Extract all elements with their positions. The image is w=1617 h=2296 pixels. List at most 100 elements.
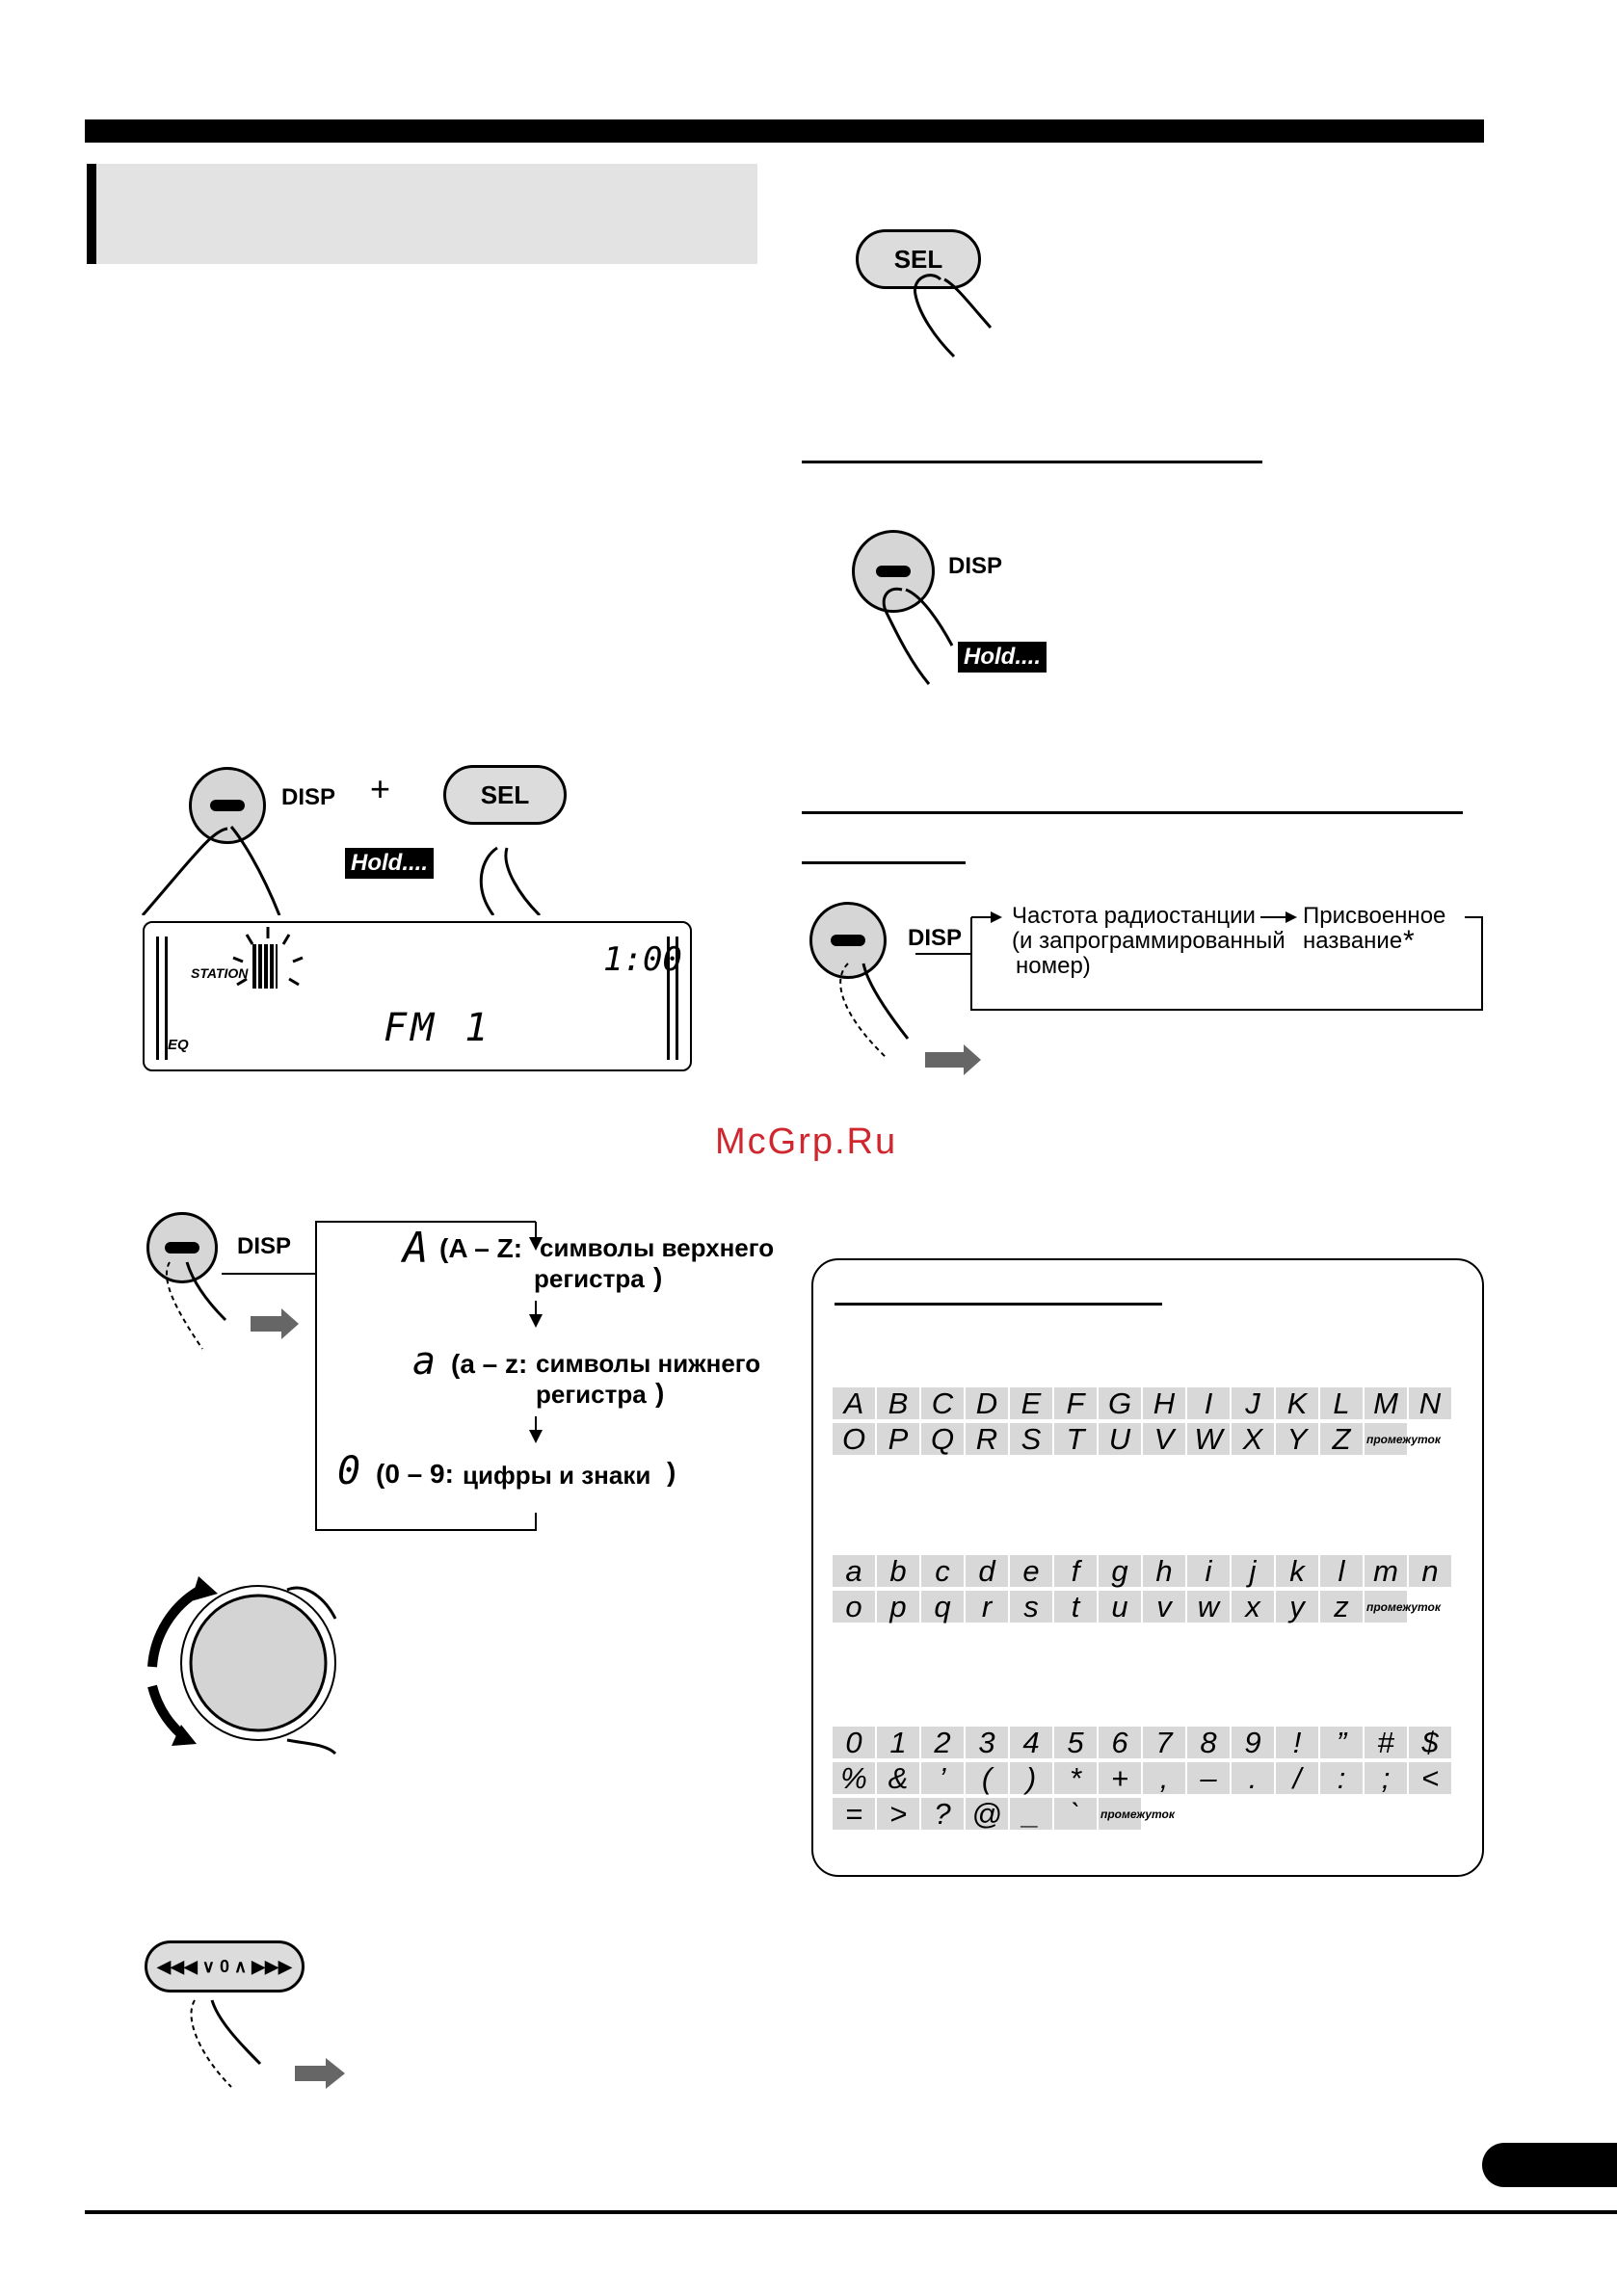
disp-button[interactable] <box>189 767 266 844</box>
symbol-rows: 0 1 2 3 4 5 6 7 8 9 ! ” # $ % & ’ ( ) * … <box>833 1727 1451 1830</box>
char-cell: Z <box>1320 1423 1363 1455</box>
char-cell: E <box>1010 1387 1052 1419</box>
divider <box>802 461 1262 463</box>
disp-flow-illustration: DISP Частота радиостанции (и запрограмми… <box>809 896 1484 1079</box>
asterisk: * <box>1403 925 1415 957</box>
finger-icon <box>141 826 542 915</box>
table-divider <box>835 1303 1162 1306</box>
mode-range-lower: (a – z: <box>451 1349 528 1379</box>
char-cell: P <box>877 1423 919 1455</box>
char-cell: 3 <box>966 1727 1008 1758</box>
disp-button[interactable] <box>146 1212 218 1283</box>
char-cell: I <box>1187 1387 1230 1419</box>
space-cell: промежуток <box>1099 1798 1175 1830</box>
char-cell: m <box>1365 1555 1407 1587</box>
char-cell: ) <box>1010 1762 1052 1794</box>
lcd-bracket <box>667 937 678 1060</box>
char-cell: > <box>877 1798 919 1830</box>
station-label: STATION <box>191 965 249 981</box>
char-cell: / <box>1276 1762 1318 1794</box>
char-cell: B <box>877 1387 919 1419</box>
char-cell: 9 <box>1232 1727 1274 1758</box>
dash-icon <box>165 1242 199 1254</box>
char-cell: j <box>1232 1555 1274 1587</box>
char-cell: L <box>1320 1387 1363 1419</box>
character-table: A B C D E F G H I J K L M N O P Q R S T … <box>811 1258 1484 1877</box>
char-cell: c <box>921 1555 964 1587</box>
char-cell: 1 <box>877 1727 919 1758</box>
section-heading-box <box>87 164 757 264</box>
char-cell: y <box>1276 1591 1318 1623</box>
disp-hold-illustration: DISP Hold.... <box>852 530 1047 685</box>
flow-item-frequency-sub2: номер) <box>1016 953 1091 979</box>
char-cell: W <box>1187 1423 1230 1455</box>
char-cell: x <box>1232 1591 1274 1623</box>
char-cell: 5 <box>1054 1727 1097 1758</box>
mode-text-digits: цифры и знаки <box>463 1461 651 1490</box>
hold-label: Hold.... <box>345 848 434 879</box>
page-tab <box>1482 2143 1617 2187</box>
flow-item-name-sub: название <box>1303 928 1403 954</box>
char-cell: % <box>833 1762 875 1794</box>
disp-label: DISP <box>948 553 1003 579</box>
char-cell: @ <box>966 1798 1008 1830</box>
dash-icon <box>210 800 245 811</box>
char-cell: s <box>1010 1591 1052 1623</box>
char-cell: 8 <box>1187 1727 1230 1758</box>
char-cell: & <box>877 1762 919 1794</box>
char-cell: d <box>966 1555 1008 1587</box>
char-cell: ’ <box>921 1762 964 1794</box>
char-cell: Q <box>921 1423 964 1455</box>
upper-row-1: A B C D E F G H I J K L M N O P Q R S T … <box>833 1387 1451 1455</box>
char-cell: D <box>966 1387 1008 1419</box>
sel-button[interactable]: SEL <box>443 765 567 825</box>
char-cell: o <box>833 1591 875 1623</box>
plus-sign: + <box>370 769 391 808</box>
space-cell: промежуток <box>1365 1591 1441 1623</box>
finger-icon <box>914 274 993 358</box>
char-cell: z <box>1320 1591 1363 1623</box>
band-readout: FM 1 <box>384 1006 492 1050</box>
lcd-bracket <box>156 937 168 1060</box>
disp-button[interactable] <box>809 902 887 979</box>
mode-text2-upper: регистра <box>534 1264 645 1293</box>
seek-button-illustration: ◀◀◀ ∨ 0 ∧ ▶▶▶ <box>145 1933 357 2097</box>
char-cell: + <box>1099 1762 1141 1794</box>
finger-dashed-icon <box>190 1999 345 2089</box>
char-cell: e <box>1010 1555 1052 1587</box>
char-cell: U <box>1099 1423 1141 1455</box>
cursor-block-icon <box>252 944 278 989</box>
char-cell: q <box>921 1591 964 1623</box>
char-cell: l <box>1320 1555 1363 1587</box>
char-cell: v <box>1143 1591 1185 1623</box>
char-cell: ( <box>966 1762 1008 1794</box>
mode-close-lower: ) <box>655 1378 665 1408</box>
finger-icon <box>882 587 954 685</box>
char-cell: 6 <box>1099 1727 1141 1758</box>
knob-rotate-icon[interactable] <box>143 1561 345 1763</box>
mode-text-lower: символы нижнего <box>536 1349 761 1378</box>
clock-readout: 1:00 <box>603 940 682 979</box>
char-cell: : <box>1320 1762 1363 1794</box>
char-cell: t <box>1054 1591 1097 1623</box>
mode-close-digits: ) <box>667 1457 676 1487</box>
char-cell: O <box>833 1423 875 1455</box>
char-cell: * <box>1054 1762 1097 1794</box>
mode-flow-lines <box>165 1221 543 1531</box>
watermark: McGrp.Ru <box>715 1122 898 1162</box>
char-cell: f <box>1054 1555 1097 1587</box>
char-cell: w <box>1187 1591 1230 1623</box>
char-cell: u <box>1099 1591 1141 1623</box>
char-cell: Y <box>1276 1423 1318 1455</box>
char-cell: g <box>1099 1555 1141 1587</box>
seek-button[interactable]: ◀◀◀ ∨ 0 ∧ ▶▶▶ <box>145 1940 305 1993</box>
sel-button-illustration: SEL <box>848 222 1002 366</box>
flow-box <box>915 911 1483 1011</box>
control-knob-illustration <box>143 1561 345 1763</box>
divider <box>802 811 1463 814</box>
char-cell: S <box>1010 1423 1052 1455</box>
char-cell: r <box>966 1591 1008 1623</box>
char-cell: G <box>1099 1387 1141 1419</box>
disp-label: DISP <box>237 1233 292 1259</box>
eq-label: EQ <box>168 1037 189 1053</box>
